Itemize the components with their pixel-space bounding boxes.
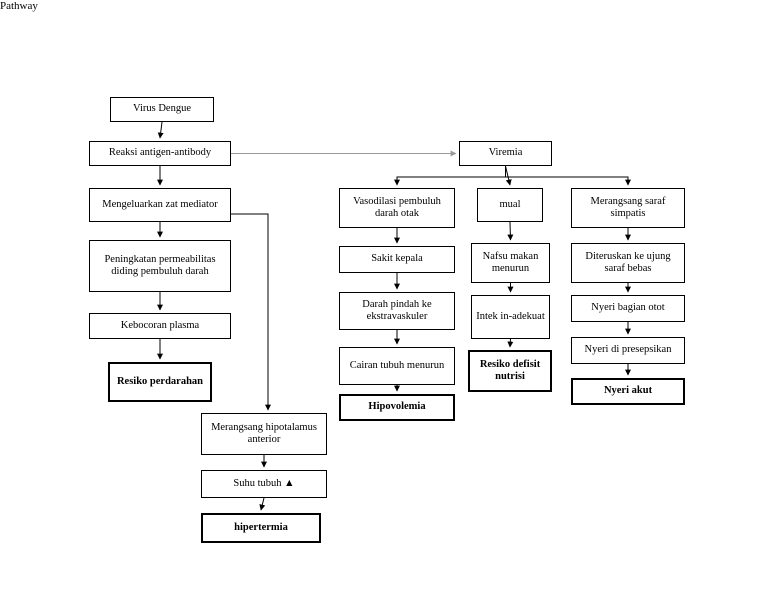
flow-node-intek-inadekuat: Intek in-adekuat bbox=[471, 295, 550, 339]
flow-edge-e-mual-nafsu bbox=[507, 221, 514, 241]
flow-edge-e-viremia-saraf bbox=[505, 166, 631, 186]
flow-edge-e-suhu-hipertermia bbox=[259, 497, 266, 511]
flow-node-cairan-tubuh: Cairan tubuh menurun bbox=[339, 347, 455, 385]
flow-edge-e-mediator-hipotalamus bbox=[231, 213, 271, 411]
flow-node-resiko-defisit: Resiko defisit nutrisi bbox=[468, 350, 552, 392]
flow-node-mual: mual bbox=[477, 188, 543, 222]
page-title: Pathway bbox=[0, 0, 38, 12]
flow-node-virus-dengue: Virus Dengue bbox=[110, 97, 214, 122]
flow-node-nyeri-akut: Nyeri akut bbox=[571, 378, 685, 405]
flow-node-merangsang-hipotalamus: Merangsang hipotalamus anterior bbox=[201, 413, 327, 455]
flow-node-mengeluarkan-zat: Mengeluarkan zat mediator bbox=[89, 188, 231, 222]
flow-node-suhu-tubuh: Suhu tubuh ▲ bbox=[201, 470, 327, 498]
flow-node-darah-pindah: Darah pindah ke ekstravaskuler bbox=[339, 292, 455, 330]
flow-node-vasodilasi: Vasodilasi pembuluh darah otak bbox=[339, 188, 455, 228]
flow-node-peningkatan-perm: Peningkatan permeabilitas diding pembulu… bbox=[89, 240, 231, 292]
flow-node-hipovolemia: Hipovolemia bbox=[339, 394, 455, 421]
flow-node-nyeri-dipresepsikan: Nyeri di presepsikan bbox=[571, 337, 685, 364]
flow-edge-e-viremia-vasodilasi bbox=[394, 166, 506, 186]
flow-node-merangsang-saraf: Merangsang saraf simpatis bbox=[571, 188, 685, 228]
flow-node-hipertermia: hipertermia bbox=[201, 513, 321, 543]
flow-node-resiko-perdarahan: Resiko perdarahan bbox=[108, 362, 212, 402]
flow-edge-e-viremia-mual bbox=[505, 165, 512, 186]
flow-node-nyeri-bagian-otot: Nyeri bagian otot bbox=[571, 295, 685, 322]
flow-edge-e-intek-resiko bbox=[507, 338, 514, 348]
flow-node-viremia: Viremia bbox=[459, 141, 552, 166]
flow-node-sakit-kepala: Sakit kepala bbox=[339, 246, 455, 273]
flow-node-nafsu-makan: Nafsu makan menurun bbox=[471, 243, 550, 283]
flow-node-reaksi-antigen: Reaksi antigen-antibody bbox=[89, 141, 231, 166]
flow-edge-e-virus-reaksi bbox=[157, 121, 164, 139]
flow-node-diteruskan-ke-ujung: Diteruskan ke ujung saraf bebas bbox=[571, 243, 685, 283]
flow-node-kebocoran-plasma: Kebocoran plasma bbox=[89, 313, 231, 339]
